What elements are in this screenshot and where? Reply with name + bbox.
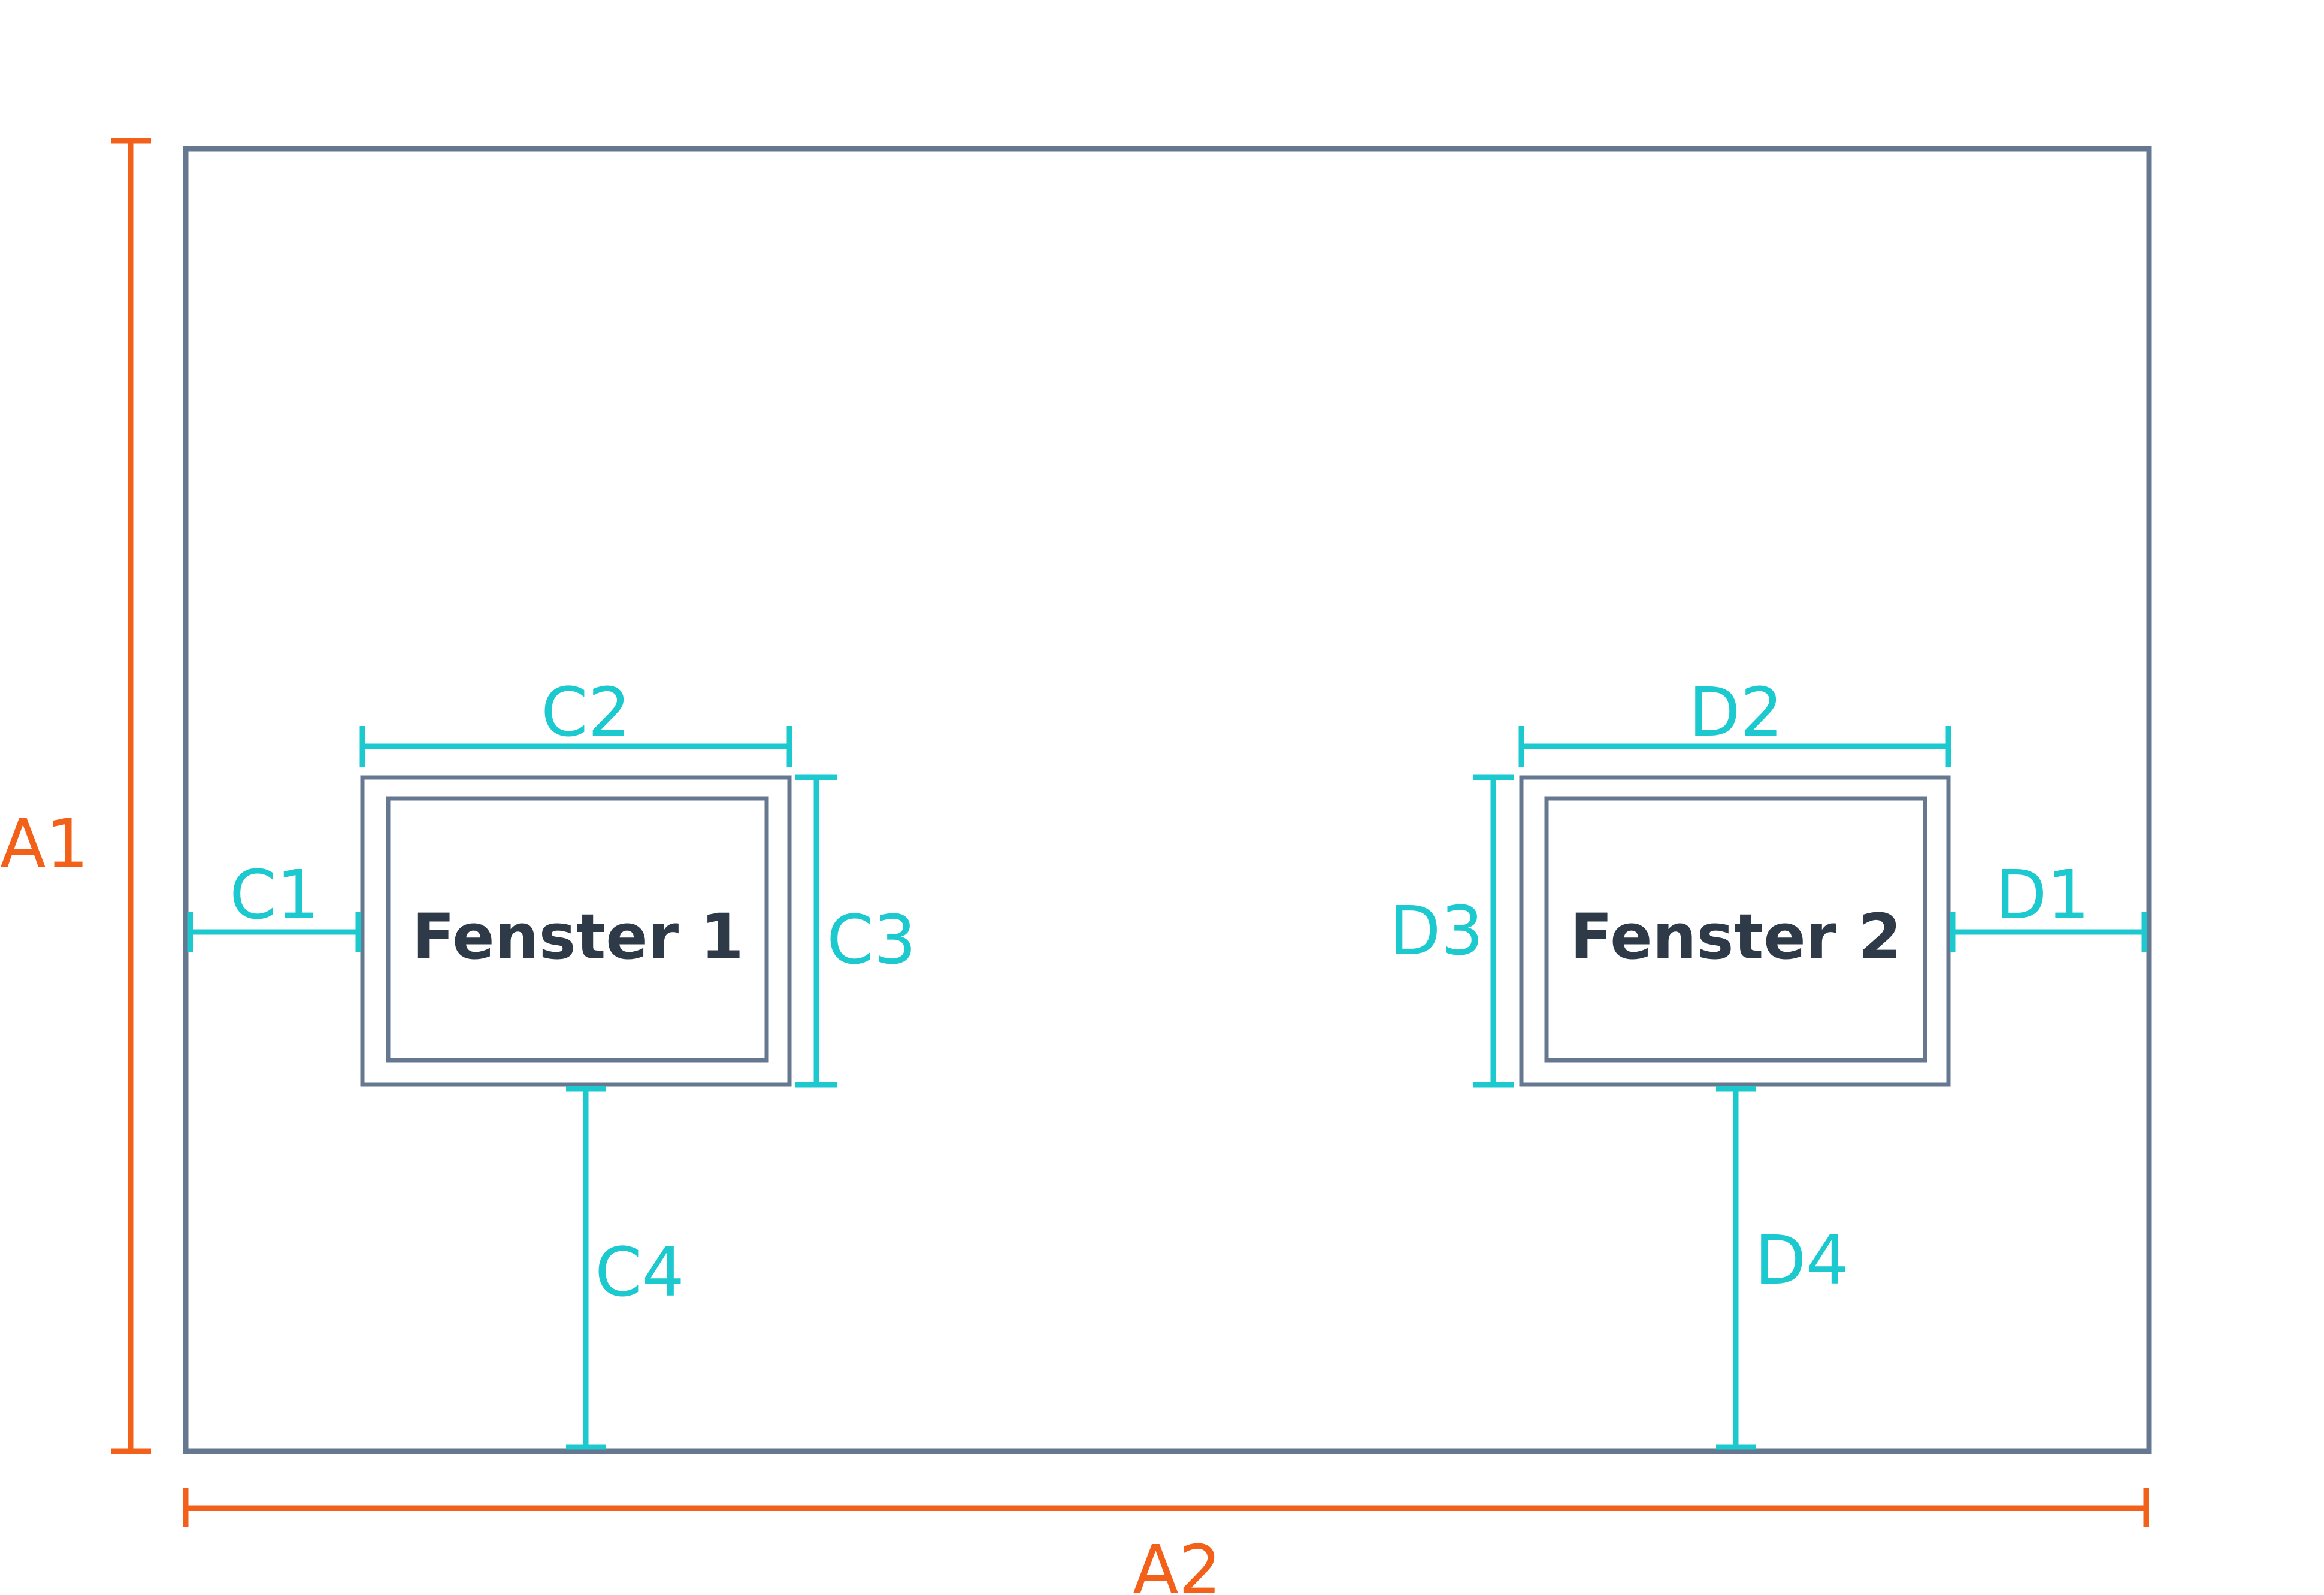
dimension-c2: [359, 726, 792, 767]
window-1-frame: [360, 775, 792, 1087]
dimension-d1: [1950, 912, 2147, 952]
label-d4: D4: [1754, 1222, 1849, 1300]
dimension-d3: [1473, 774, 1514, 1088]
label-d1: D1: [1995, 856, 2090, 934]
window-2-frame: [1519, 775, 1951, 1087]
label-c3: C3: [827, 901, 916, 979]
label-a1: A1: [0, 806, 89, 883]
label-d3: D3: [1389, 892, 1484, 970]
label-c2: C2: [541, 674, 630, 752]
window-1-pane: [386, 796, 769, 1063]
label-a2: A2: [1133, 1532, 1221, 1595]
window-1-label: Fenster 1: [412, 900, 743, 973]
label-c4: C4: [595, 1234, 684, 1312]
wall-outline: [183, 146, 2152, 1454]
label-d2: D2: [1688, 674, 1783, 752]
window-1: [360, 775, 792, 1087]
dimension-a2: [183, 1488, 2149, 1527]
dimension-d2: [1518, 726, 1951, 767]
window-2: [1519, 775, 1951, 1087]
dimension-c4: [566, 1086, 606, 1450]
dimension-a1: [111, 138, 151, 1454]
window-2-pane: [1544, 796, 1927, 1063]
dimension-d4: [1716, 1086, 1756, 1450]
window-2-label: Fenster 2: [1570, 900, 1901, 973]
dimension-c1: [187, 912, 361, 952]
label-c1: C1: [229, 856, 319, 934]
dimension-c3: [795, 774, 837, 1088]
